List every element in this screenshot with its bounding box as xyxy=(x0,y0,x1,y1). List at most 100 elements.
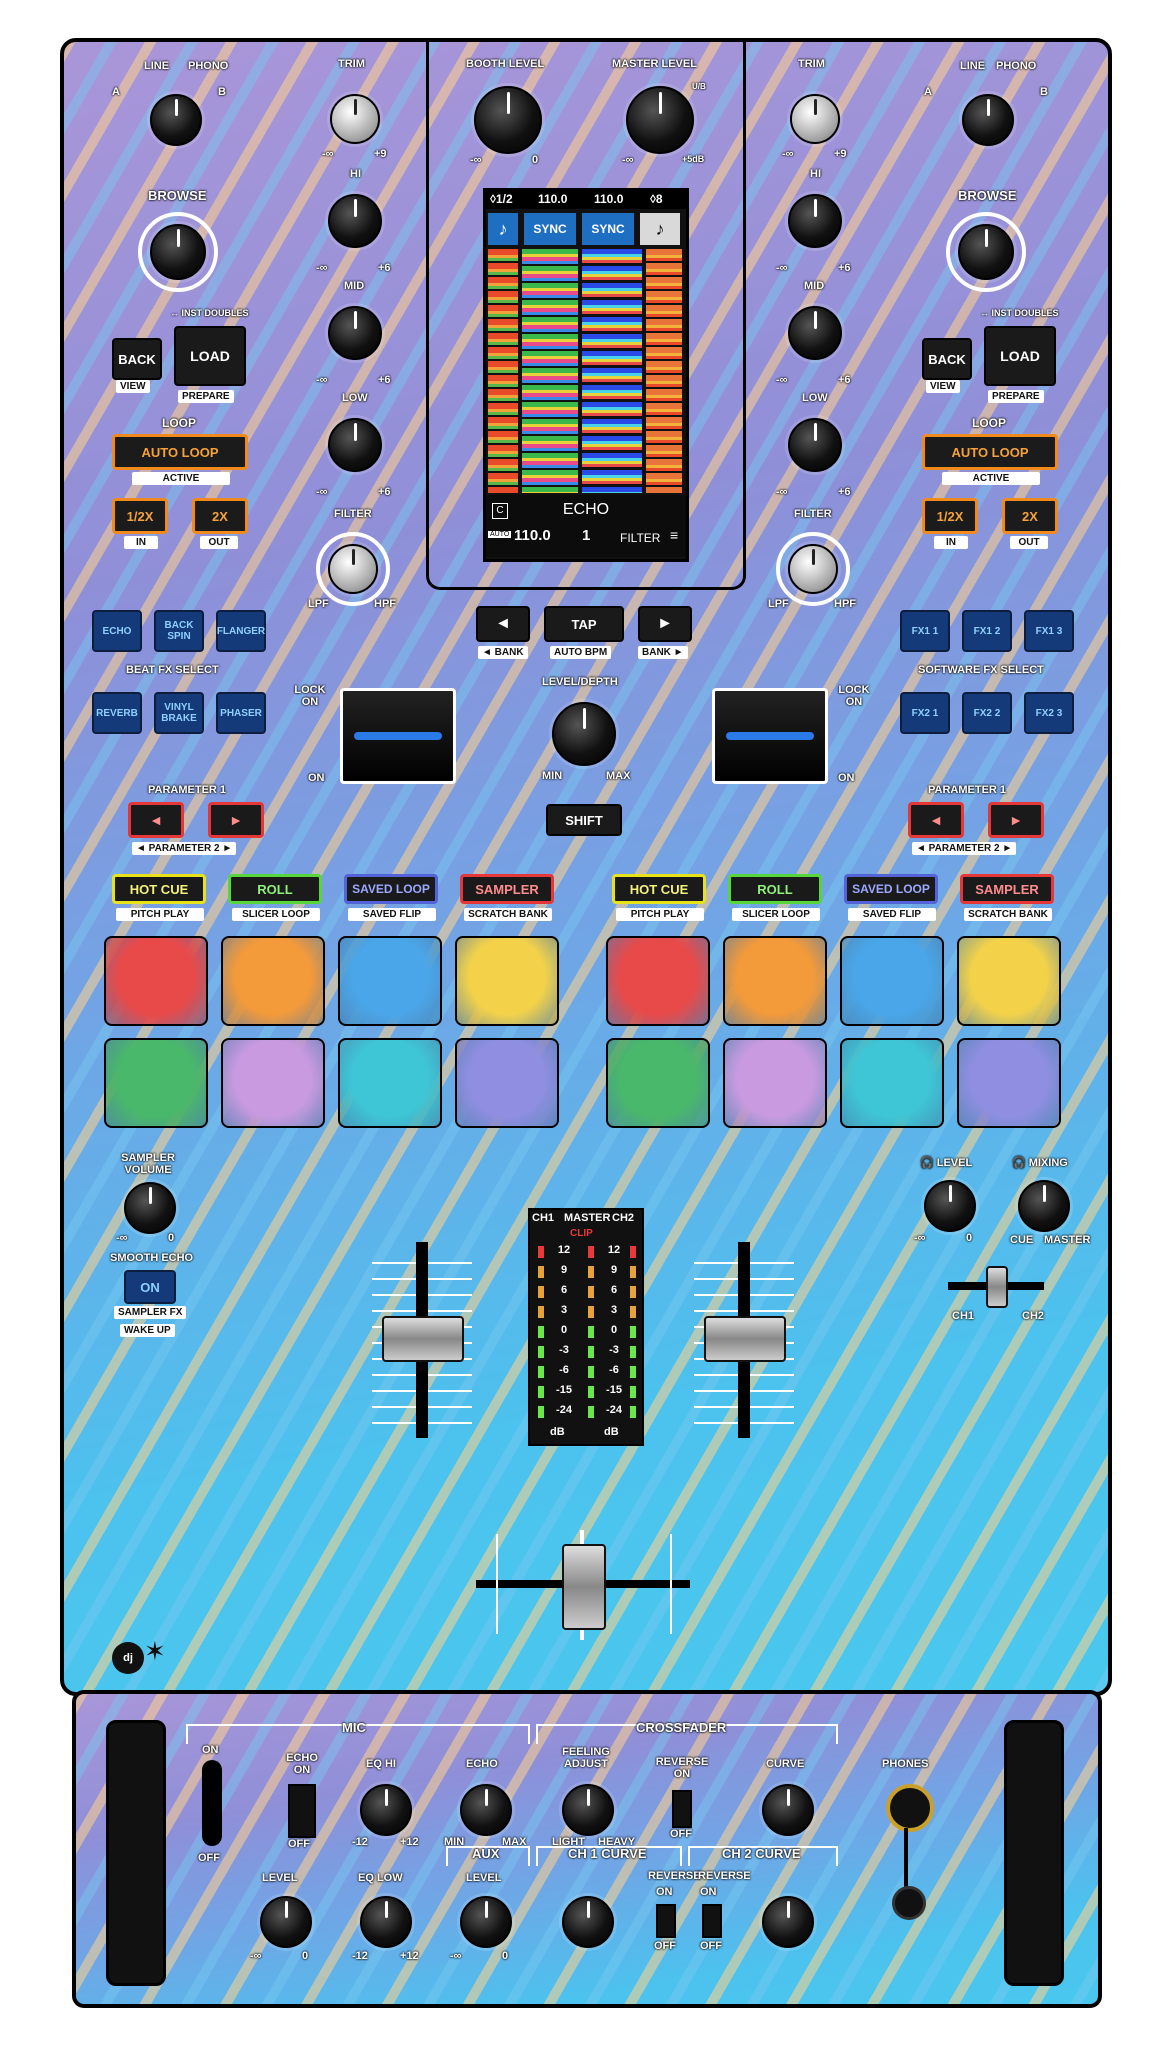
ch2-curve-knob[interactable] xyxy=(762,1896,814,1948)
sync-button-right[interactable]: SYNC xyxy=(582,213,634,245)
auto-loop-button-left[interactable]: AUTO LOOP xyxy=(112,434,248,470)
phones-jack-small[interactable] xyxy=(892,1886,926,1920)
performance-pad-left-2[interactable] xyxy=(221,936,325,1026)
loop-double-button-right[interactable]: 2X xyxy=(1002,498,1058,534)
fx-bank-left-button[interactable]: ◄ xyxy=(476,606,530,642)
mic-on-toggle[interactable] xyxy=(202,1760,222,1846)
sampler-button-right[interactable]: SAMPLER xyxy=(960,874,1054,904)
auto-loop-button-right[interactable]: AUTO LOOP xyxy=(922,434,1058,470)
tap-button[interactable]: TAP xyxy=(544,606,624,642)
master-level-knob[interactable] xyxy=(626,86,694,154)
fx1-1-button[interactable]: FX1 1 xyxy=(900,610,950,652)
shift-button[interactable]: SHIFT xyxy=(546,804,622,836)
performance-pad-right-6[interactable] xyxy=(723,1038,827,1128)
performance-pad-left-1[interactable] xyxy=(104,936,208,1026)
sampler-volume-knob[interactable] xyxy=(124,1182,176,1234)
feeling-adjust-knob[interactable] xyxy=(562,1784,614,1836)
loop-half-button-left[interactable]: 1/2X xyxy=(112,498,168,534)
beat-fx-flanger-button[interactable]: FLANGER xyxy=(216,610,266,652)
filter-knob-left[interactable] xyxy=(328,544,378,594)
fx-paddle-left[interactable] xyxy=(340,688,456,784)
beat-fx-phaser-button[interactable]: PHASER xyxy=(216,692,266,734)
fx1-2-button[interactable]: FX1 2 xyxy=(962,610,1012,652)
beat-fx-reverb-button[interactable]: REVERB xyxy=(92,692,142,734)
booth-level-knob[interactable] xyxy=(474,86,542,154)
parameter-plus-left[interactable]: ► xyxy=(208,802,264,838)
mic-level-knob[interactable] xyxy=(260,1896,312,1948)
performance-pad-right-4[interactable] xyxy=(957,936,1061,1026)
roll-button-right[interactable]: ROLL xyxy=(728,874,822,904)
loop-half-button-right[interactable]: 1/2X xyxy=(922,498,978,534)
low-knob-left[interactable] xyxy=(328,418,382,472)
beat-fx-echo-button[interactable]: ECHO xyxy=(92,610,142,652)
mid-knob-left[interactable] xyxy=(328,306,382,360)
sync-button-left[interactable]: SYNC xyxy=(524,213,576,245)
low-knob-right[interactable] xyxy=(788,418,842,472)
back-button-right[interactable]: BACK xyxy=(922,338,972,380)
sampler-button-left[interactable]: SAMPLER xyxy=(460,874,554,904)
xf-curve-knob[interactable] xyxy=(762,1784,814,1836)
browse-encoder-right[interactable] xyxy=(958,224,1014,280)
load-button-left[interactable]: LOAD xyxy=(174,326,246,386)
headphones-level-knob[interactable] xyxy=(924,1180,976,1232)
ch2-reverse-switch[interactable] xyxy=(702,1904,722,1938)
input-selector-knob-right[interactable] xyxy=(962,94,1014,146)
fx1-3-button[interactable]: FX1 3 xyxy=(1024,610,1074,652)
hot-cue-button-left[interactable]: HOT CUE xyxy=(112,874,206,904)
ch1-curve-knob[interactable] xyxy=(562,1896,614,1948)
parameter-minus-right[interactable]: ◄ xyxy=(908,802,964,838)
hi-knob-right[interactable] xyxy=(788,194,842,248)
smooth-echo-on-button[interactable]: ON xyxy=(124,1270,176,1304)
mic-eq-low-knob[interactable] xyxy=(360,1896,412,1948)
trim-knob-right[interactable] xyxy=(790,94,840,144)
beat-fx-vinyl-brake-button[interactable]: VINYL BRAKE xyxy=(154,692,204,734)
fx-bank-right-button[interactable]: ► xyxy=(638,606,692,642)
saved-loop-button-left[interactable]: SAVED LOOP xyxy=(344,874,438,904)
hi-knob-left[interactable] xyxy=(328,194,382,248)
fx2-3-button[interactable]: FX2 3 xyxy=(1024,692,1074,734)
performance-pad-left-3[interactable] xyxy=(338,936,442,1026)
parameter-minus-left[interactable]: ◄ xyxy=(128,802,184,838)
performance-pad-left-5[interactable] xyxy=(104,1038,208,1128)
mid-knob-right[interactable] xyxy=(788,306,842,360)
menu-icon[interactable]: ≡ xyxy=(670,527,679,543)
input-selector-knob-left[interactable] xyxy=(150,94,202,146)
beat-fx-back-spin-button[interactable]: BACK SPIN xyxy=(154,610,204,652)
ch1-reverse-switch[interactable] xyxy=(656,1904,676,1938)
parameter-plus-right[interactable]: ► xyxy=(988,802,1044,838)
performance-pad-right-2[interactable] xyxy=(723,936,827,1026)
performance-pad-left-7[interactable] xyxy=(338,1038,442,1128)
hot-cue-button-right[interactable]: HOT CUE xyxy=(612,874,706,904)
channel-fader-right[interactable] xyxy=(704,1316,786,1362)
crossfader-cap[interactable] xyxy=(562,1544,606,1630)
mic-echo-knob[interactable] xyxy=(460,1784,512,1836)
load-button-right[interactable]: LOAD xyxy=(984,326,1056,386)
aux-level-knob[interactable] xyxy=(460,1896,512,1948)
saved-loop-button-right[interactable]: SAVED LOOP xyxy=(844,874,938,904)
phones-jack-large[interactable] xyxy=(886,1784,934,1832)
loop-double-button-left[interactable]: 2X xyxy=(192,498,248,534)
back-button-left[interactable]: BACK xyxy=(112,338,162,380)
xf-reverse-switch[interactable] xyxy=(672,1790,692,1828)
roll-button-left[interactable]: ROLL xyxy=(228,874,322,904)
performance-pad-right-5[interactable] xyxy=(606,1038,710,1128)
trim-knob-left[interactable] xyxy=(330,94,380,144)
performance-pad-right-3[interactable] xyxy=(840,936,944,1026)
fx2-1-button[interactable]: FX2 1 xyxy=(900,692,950,734)
fx2-2-button[interactable]: FX2 2 xyxy=(962,692,1012,734)
echo-on-switch[interactable] xyxy=(288,1784,316,1838)
performance-pad-left-8[interactable] xyxy=(455,1038,559,1128)
mic-eq-hi-knob[interactable] xyxy=(360,1784,412,1836)
music-note-icon-right[interactable]: ♪ xyxy=(640,213,680,245)
filter-knob-right[interactable] xyxy=(788,544,838,594)
cue-fader-cap[interactable] xyxy=(986,1266,1008,1308)
performance-pad-right-1[interactable] xyxy=(606,936,710,1026)
performance-pad-right-8[interactable] xyxy=(957,1038,1061,1128)
performance-pad-right-7[interactable] xyxy=(840,1038,944,1128)
level-depth-knob[interactable] xyxy=(552,702,616,766)
channel-fader-left[interactable] xyxy=(382,1316,464,1362)
performance-pad-left-4[interactable] xyxy=(455,936,559,1026)
performance-pad-left-6[interactable] xyxy=(221,1038,325,1128)
headphones-mixing-knob[interactable] xyxy=(1018,1180,1070,1232)
music-note-icon-left[interactable]: ♪ xyxy=(488,213,518,245)
